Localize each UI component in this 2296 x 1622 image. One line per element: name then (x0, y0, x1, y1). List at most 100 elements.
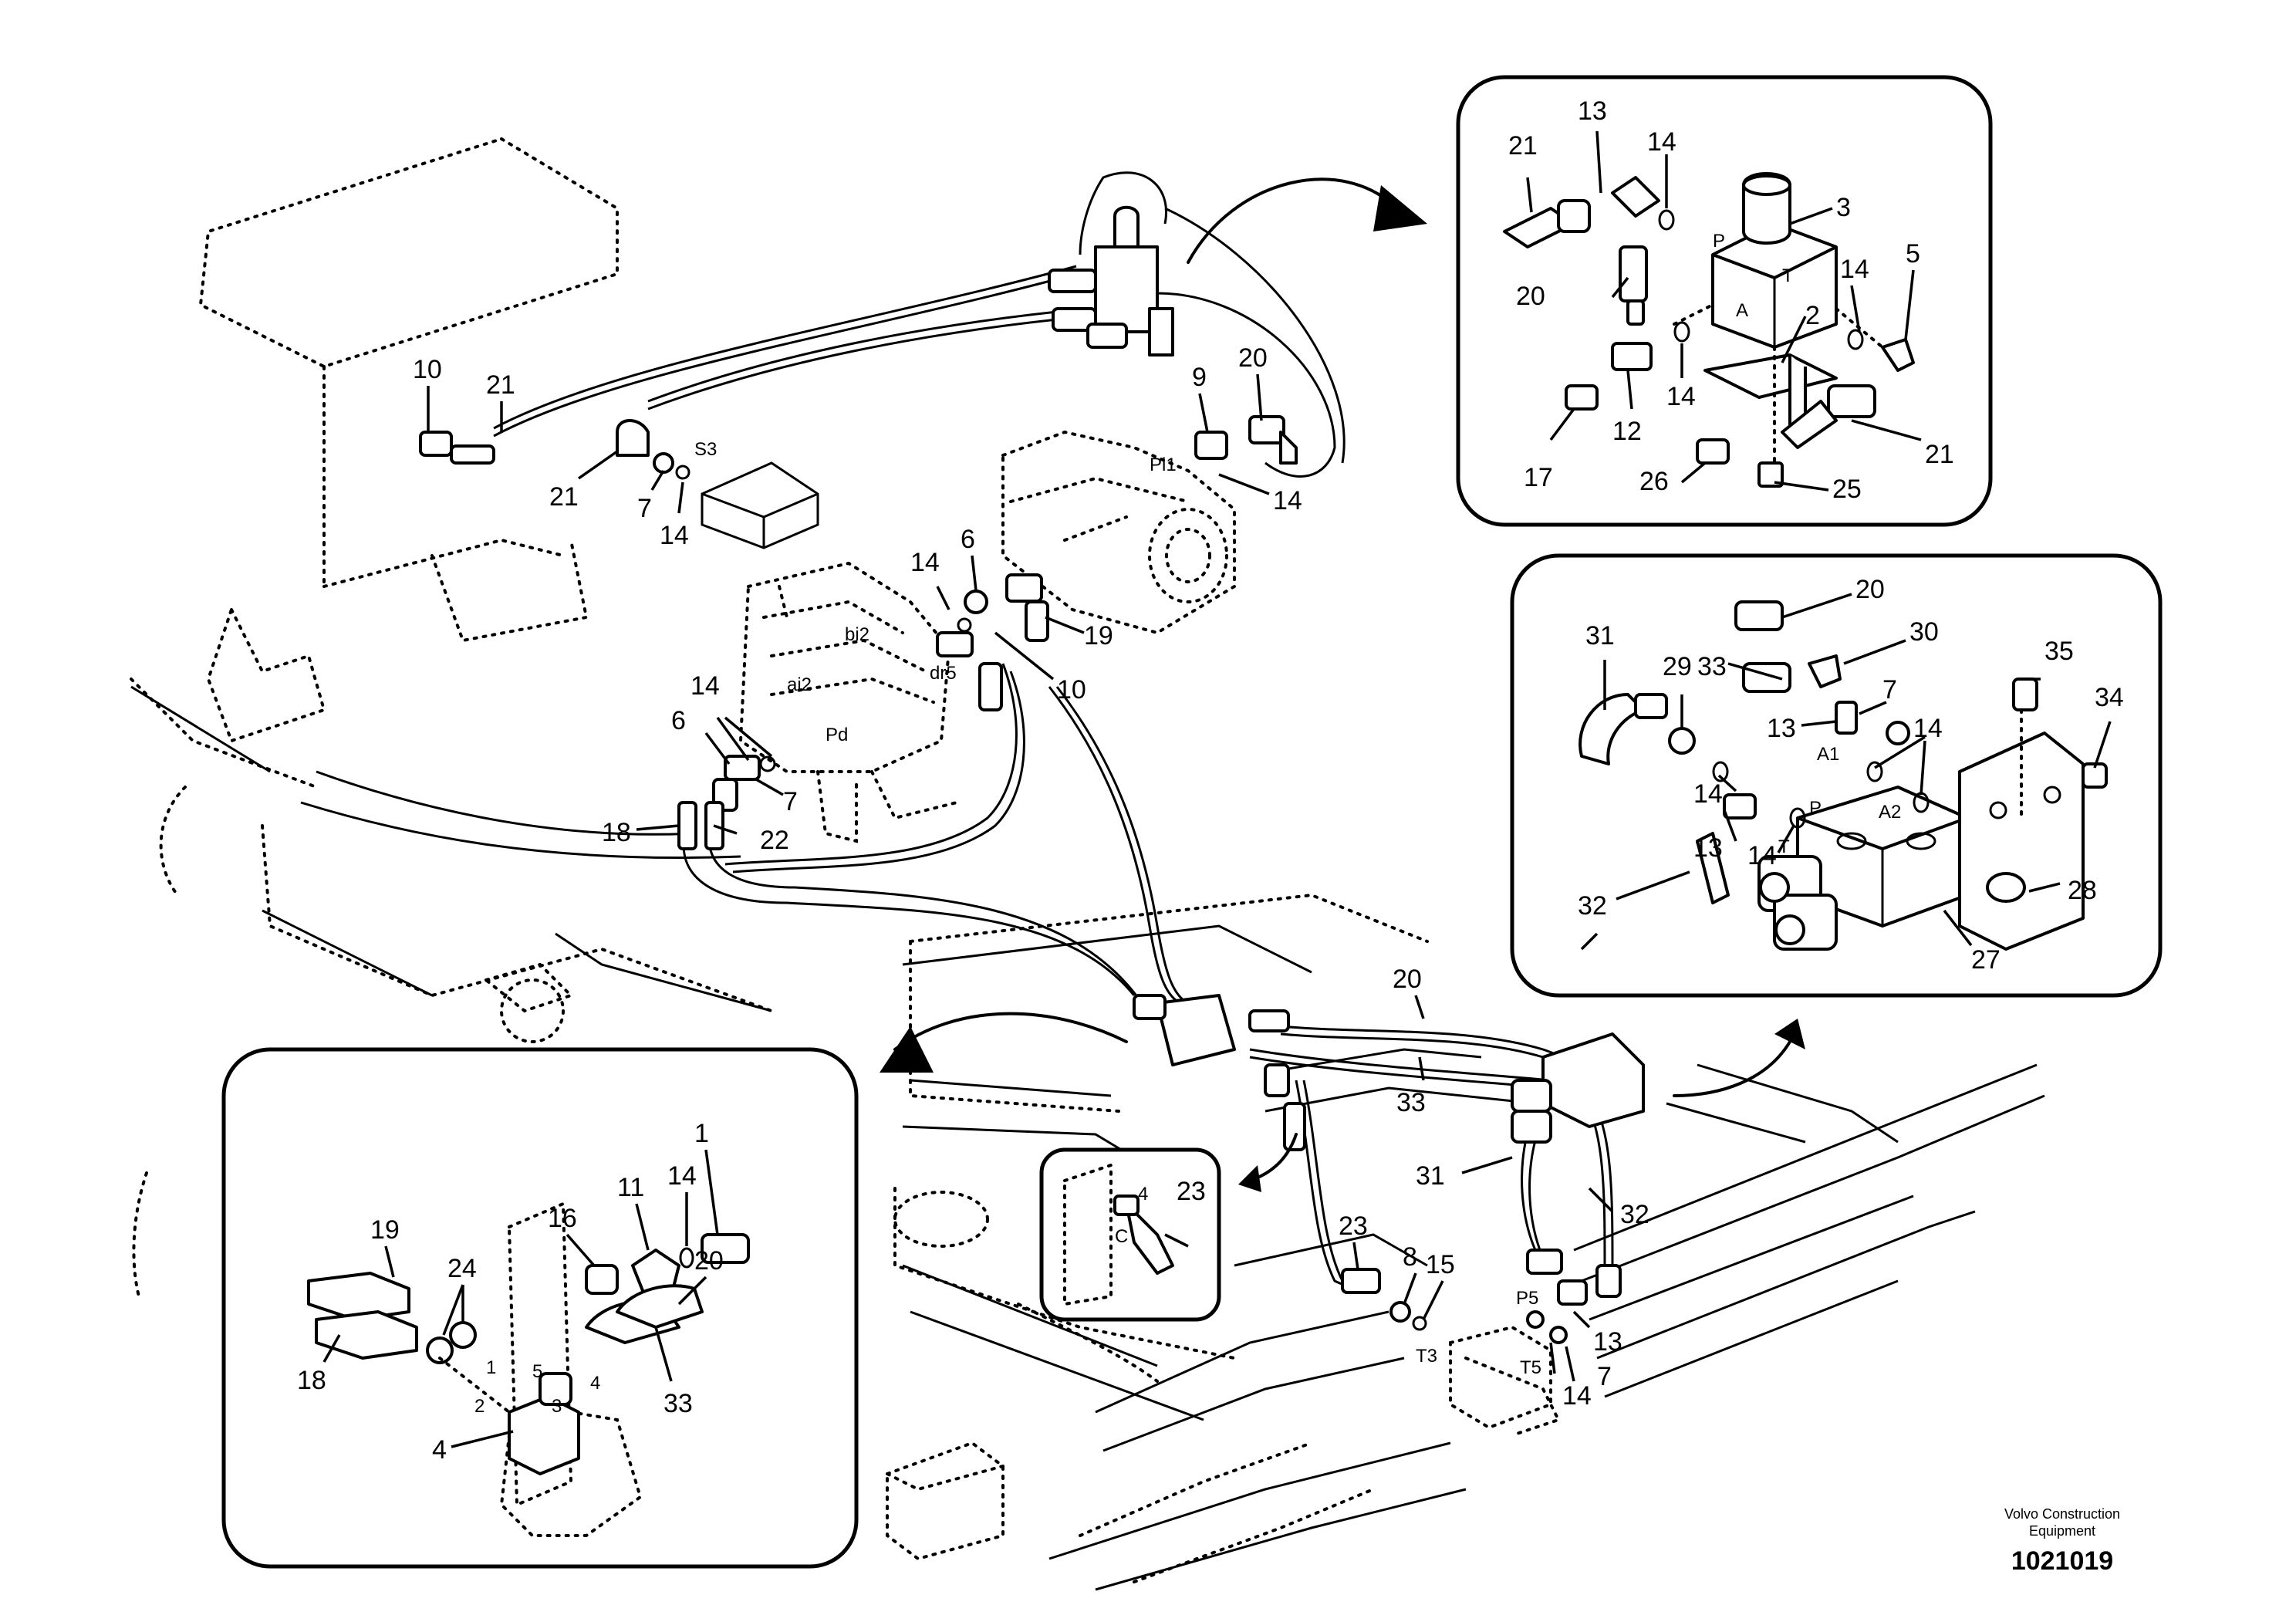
callout-20: 20 (694, 1246, 724, 1276)
callout-20: 20 (1393, 965, 1422, 994)
callout-31: 31 (1585, 621, 1615, 650)
detail-panel-valve (1456, 75, 1993, 527)
callout-21: 21 (1508, 131, 1538, 161)
callouts-detail-solenoid: 20 31 30 29 33 35 7 34 13 14 14 13 14 32… (1578, 575, 2124, 975)
callout-14: 14 (667, 1161, 697, 1191)
callout-8: 8 (1403, 1242, 1417, 1272)
callout-34: 34 (2095, 683, 2124, 712)
callout-18: 18 (602, 818, 631, 847)
callout-26: 26 (1639, 467, 1669, 496)
callout-18: 18 (297, 1366, 326, 1395)
callout-13: 13 (1693, 833, 1723, 863)
callout-9: 9 (1192, 363, 1207, 392)
callout-28: 28 (2068, 876, 2097, 905)
callout-21: 21 (549, 482, 579, 512)
port-label-2: 2 (474, 1396, 485, 1417)
port-label-bi2: bi2 (845, 624, 869, 645)
callout-14: 14 (660, 521, 689, 550)
callout-29: 29 (1663, 652, 1692, 681)
callout-4: 4 (432, 1435, 447, 1465)
port-label-pi1: Pi1 (1150, 454, 1177, 475)
port-label-ai2: ai2 (787, 674, 812, 695)
callout-33: 33 (663, 1389, 693, 1418)
callout-19: 19 (370, 1215, 400, 1245)
callout-14: 14 (1647, 127, 1676, 157)
callout-14: 14 (910, 548, 940, 577)
callout-16: 16 (548, 1204, 577, 1233)
callout-27: 27 (1971, 945, 2001, 975)
callout-14: 14 (690, 671, 720, 701)
brand-name: Volvo Construction (2004, 1506, 2121, 1522)
callout-13: 13 (1593, 1327, 1622, 1357)
callout-25: 25 (1832, 475, 1862, 504)
detail-panel-small (1039, 1147, 1221, 1322)
drawing-number: 1021019 (2011, 1546, 2114, 1576)
port-label-5: 5 (532, 1361, 542, 1382)
callouts-detail-block: 1 14 11 16 19 24 20 18 33 4 (297, 1119, 724, 1465)
hydraulic-pump (1001, 430, 1236, 635)
callout-20: 20 (1855, 575, 1885, 604)
callout-13: 13 (1578, 96, 1607, 126)
callout-7: 7 (637, 494, 652, 523)
port-label-1: 1 (486, 1357, 496, 1378)
port-label-c: C (1115, 1226, 1128, 1247)
main-control-valve (738, 561, 958, 843)
callout-35: 35 (2044, 637, 2074, 666)
callout-23: 23 (1339, 1211, 1368, 1241)
leader-lines (322, 130, 2112, 1448)
brand-name-line-2: Equipment (2028, 1523, 2096, 1539)
callout-31: 31 (1416, 1161, 1445, 1191)
port-label-t5: T5 (1520, 1357, 1541, 1378)
pointer-arrows (880, 177, 1805, 1192)
callouts-detail-valve: 21 13 14 3 20 2 14 5 14 12 17 26 25 21 (1508, 96, 1954, 504)
callouts-main: 10 21 21 7 14 9 20 14 14 6 19 10 14 6 7 … (413, 343, 1649, 1411)
detail-panel-block (221, 1047, 859, 1569)
callout-14: 14 (1273, 486, 1302, 515)
port-label-4: 4 (1138, 1184, 1148, 1205)
callout-30: 30 (1909, 617, 1939, 647)
callout-20: 20 (1516, 282, 1545, 311)
callout-7: 7 (783, 787, 798, 816)
callout-32: 32 (1578, 891, 1607, 921)
callout-14: 14 (1693, 779, 1723, 809)
callout-33: 33 (1396, 1088, 1426, 1117)
port-label-p: P (1809, 798, 1822, 819)
port-label-t: T (1782, 265, 1794, 286)
callout-14: 14 (1666, 382, 1696, 411)
port-label-dr5: dr5 (930, 663, 957, 684)
callout-33: 33 (1697, 652, 1727, 681)
callout-24: 24 (447, 1254, 477, 1283)
callout-10: 10 (1057, 675, 1086, 705)
port-label-p5: P5 (1516, 1288, 1538, 1309)
port-label-a1: A1 (1817, 744, 1839, 765)
port-label-pd: Pd (826, 725, 848, 745)
callout-6: 6 (671, 706, 686, 735)
detail-panel-solenoid (1510, 553, 2163, 998)
callout-15: 15 (1426, 1250, 1455, 1279)
callout-23: 23 (1177, 1177, 1206, 1206)
callout-17: 17 (1524, 463, 1553, 492)
port-label-t: T (1778, 836, 1790, 857)
callout-7: 7 (1882, 675, 1897, 705)
port-label-4: 4 (590, 1373, 600, 1394)
callout-21: 21 (1925, 440, 1954, 469)
callout-14: 14 (1913, 714, 1943, 743)
callout-13: 13 (1767, 714, 1796, 743)
port-label-a2: A2 (1879, 802, 1901, 823)
port-label-p: P (1713, 231, 1725, 252)
callout-7: 7 (1597, 1362, 1612, 1391)
port-label-t3: T3 (1416, 1346, 1437, 1367)
callout-14: 14 (1840, 255, 1869, 284)
machine-frame-outline (130, 137, 1561, 1583)
fittings-main (419, 205, 1645, 1430)
callout-5: 5 (1906, 239, 1920, 269)
port-labels: S3 Pi1 bi2 ai2 dr5 Pd P A T A1 A2 P T P5… (474, 231, 1901, 1417)
callouts-detail-small: 23 (1177, 1177, 1206, 1206)
callout-2: 2 (1805, 301, 1820, 330)
callout-11: 11 (617, 1173, 644, 1202)
callout-6: 6 (961, 525, 975, 554)
callout-3: 3 (1836, 193, 1851, 222)
callout-14: 14 (1747, 841, 1777, 870)
port-label-3: 3 (552, 1396, 562, 1417)
